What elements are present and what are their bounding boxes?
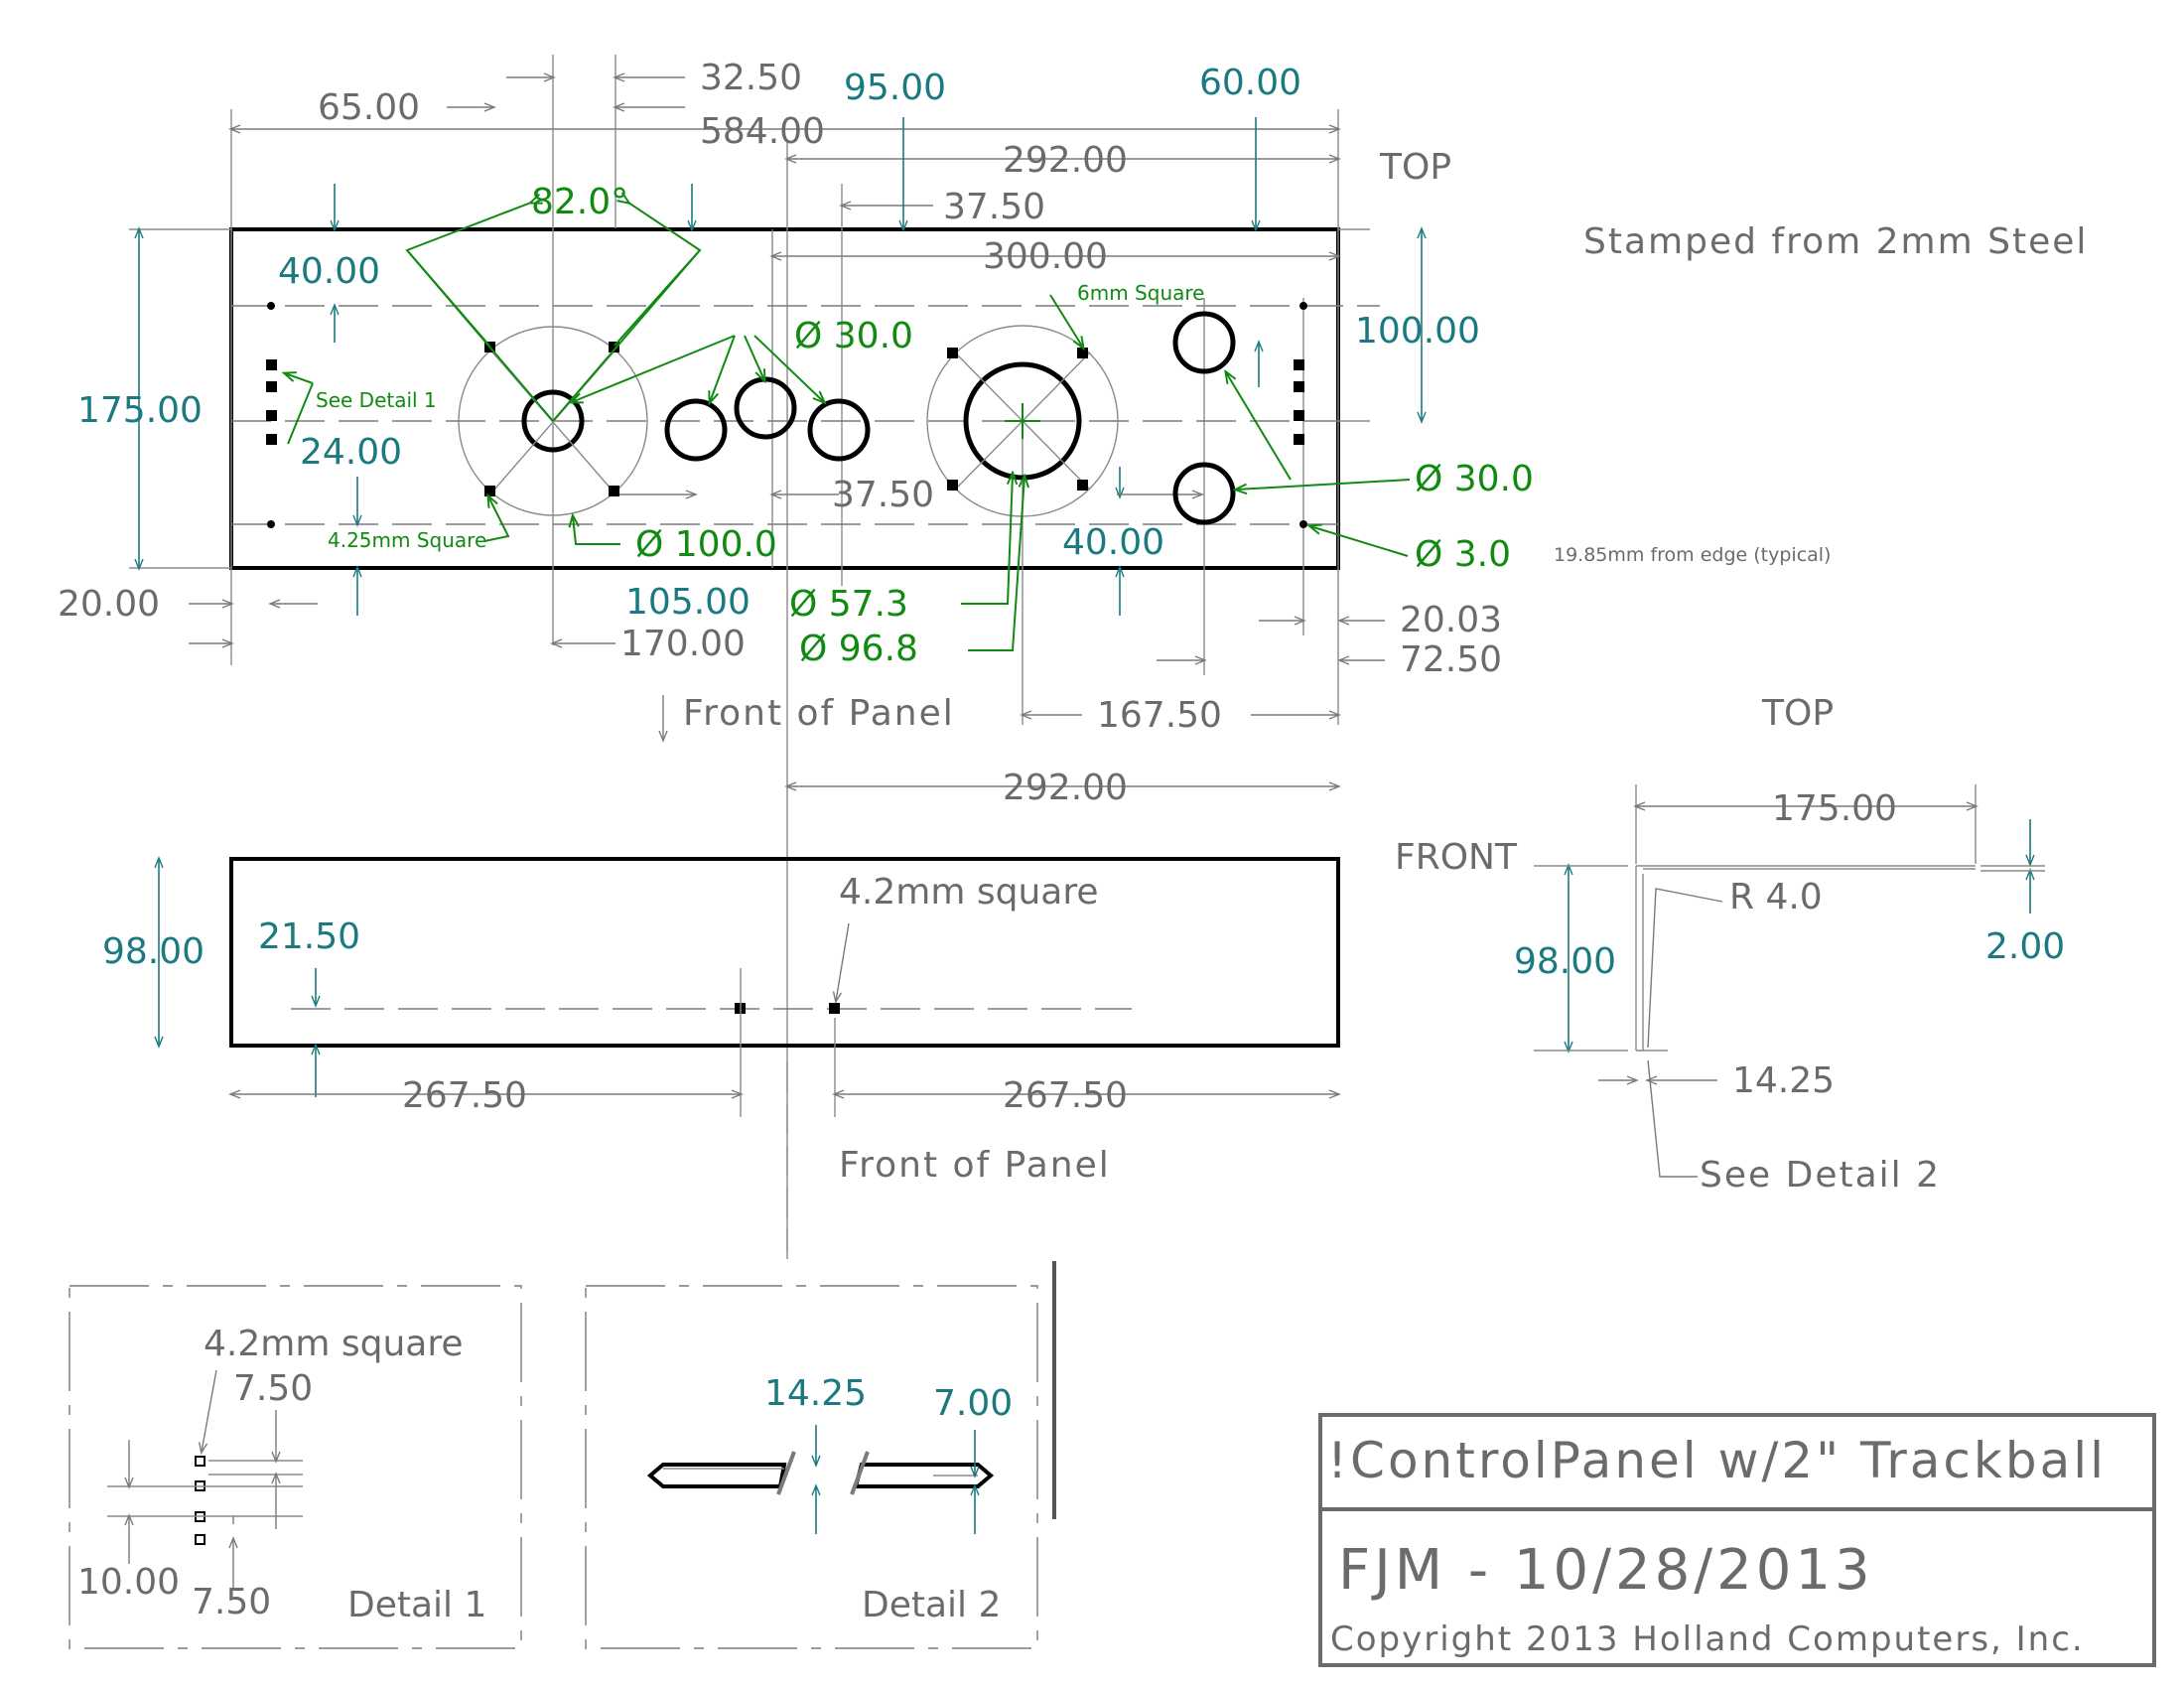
label-front-of-panel-top: Front of Panel <box>683 693 955 734</box>
label-40-left: 40.00 <box>278 251 380 292</box>
label-top-side: TOP <box>1761 693 1834 734</box>
label-21-5: 21.50 <box>258 916 360 957</box>
label-see-detail1: See Detail 1 <box>316 388 437 412</box>
detail-2: 14.25 7.00 Detail 2 <box>585 1261 1056 1649</box>
green-leaders <box>285 203 1411 651</box>
label-dia3: Ø 3.0 <box>1415 534 1511 575</box>
label-267-left: 267.50 <box>402 1075 527 1116</box>
label-24: 24.00 <box>300 432 402 473</box>
label-d1-7-5-bottom: 7.50 <box>192 1582 271 1622</box>
label-292-front: 292.00 <box>1003 768 1128 808</box>
label-front-of-panel-front: Front of Panel <box>839 1145 1111 1186</box>
label-edge-note: 19.85mm from edge (typical) <box>1554 544 1831 566</box>
label-100: 100.00 <box>1355 311 1480 352</box>
stamped-note: Stamped from 2mm Steel <box>1583 221 2088 262</box>
label-d1-7-5-top: 7.50 <box>233 1368 313 1409</box>
label-angle: 82.0° <box>531 182 628 222</box>
title-block-frame <box>1318 1413 2156 1667</box>
label-detail2: Detail 2 <box>862 1585 1001 1625</box>
label-dia96: Ø 96.8 <box>799 629 918 669</box>
label-dia100: Ø 100.0 <box>635 524 777 565</box>
label-170: 170.00 <box>620 624 746 664</box>
label-d1-10: 10.00 <box>77 1562 180 1603</box>
label-front-square: 4.2mm square <box>839 872 1098 913</box>
label-2: 2.00 <box>1985 926 2065 967</box>
extension-lines <box>129 55 1370 1251</box>
author-date: FJM - 10/28/2013 <box>1338 1538 1874 1603</box>
label-98-front: 98.00 <box>102 931 205 972</box>
label-dia30-top: Ø 30.0 <box>794 316 913 356</box>
label-40-mid: 40.00 <box>1062 522 1164 563</box>
label-14-25-side: 14.25 <box>1732 1060 1835 1101</box>
label-37-5-mid: 37.50 <box>832 475 934 515</box>
label-d2-7: 7.00 <box>933 1383 1013 1424</box>
button-hole-right-top <box>1172 311 1236 374</box>
label-95: 95.00 <box>844 68 946 108</box>
detail2-frame <box>585 1285 1038 1649</box>
label-32-5: 32.50 <box>700 58 802 98</box>
label-72-5: 72.50 <box>1400 639 1502 680</box>
label-267-right: 267.50 <box>1003 1075 1128 1116</box>
front-square-leader <box>832 922 850 1004</box>
label-radius: R 4.0 <box>1729 877 1823 917</box>
label-105: 105.00 <box>625 582 751 623</box>
front-view: 292.00 4.2mm square 21.50 98.00 267.50 2… <box>102 768 1341 1261</box>
title-block: !ControlPanel w/2" Trackball FJM - 10/28… <box>1318 1413 2156 1667</box>
copyright: Copyright 2013 Holland Computers, Inc. <box>1330 1619 2085 1659</box>
button-hole-1 <box>664 398 728 462</box>
label-292-top: 292.00 <box>1003 140 1128 181</box>
radius-leader <box>1647 888 1723 1049</box>
label-detail1: Detail 1 <box>347 1585 486 1625</box>
front-square-2 <box>829 1003 840 1014</box>
label-20: 20.00 <box>58 584 160 625</box>
detail2-leader <box>1647 1059 1698 1178</box>
label-dia57: Ø 57.3 <box>789 584 908 625</box>
detail-1: 4.2mm square 7.50 10.00 7.50 Detail 1 <box>68 1285 522 1649</box>
label-65: 65.00 <box>318 87 420 128</box>
label-300: 300.00 <box>983 236 1108 277</box>
label-584: 584.00 <box>700 111 825 152</box>
label-20-03: 20.03 <box>1400 600 1502 640</box>
label-d1-square: 4.2mm square <box>204 1324 463 1364</box>
centerlines <box>231 305 1380 525</box>
button-hole-3 <box>807 398 871 462</box>
label-see-detail2: See Detail 2 <box>1700 1155 1941 1196</box>
side-view: TOP 175.00 FRONT R 4.0 2.00 98.00 14.25 … <box>1395 693 2065 1196</box>
label-6mm-square: 6mm Square <box>1077 281 1204 305</box>
detail2-left-piece <box>646 1463 787 1488</box>
mounting-squares-right <box>1294 302 1307 528</box>
front-panel-outline <box>229 857 1340 1048</box>
label-175: 175.00 <box>77 390 203 431</box>
label-37-5-top: 37.50 <box>943 187 1045 227</box>
label-top: TOP <box>1379 147 1451 188</box>
label-98-side: 98.00 <box>1514 941 1616 982</box>
label-front-side: FRONT <box>1395 837 1518 878</box>
detail1-frame <box>68 1285 522 1649</box>
label-425-square: 4.25mm Square <box>328 528 486 552</box>
mounting-squares-left <box>266 302 277 528</box>
label-d2-14-25: 14.25 <box>764 1373 867 1414</box>
label-175-side: 175.00 <box>1772 788 1897 829</box>
label-dia30-right: Ø 30.0 <box>1415 459 1534 499</box>
top-view: 65.00 32.50 584.00 95.00 60.00 292.00 TO… <box>58 55 2088 1251</box>
button-hole-2 <box>734 376 797 440</box>
label-167-5: 167.50 <box>1097 695 1222 736</box>
label-60: 60.00 <box>1199 63 1301 103</box>
drawing-title: !ControlPanel w/2" Trackball <box>1327 1432 2107 1489</box>
